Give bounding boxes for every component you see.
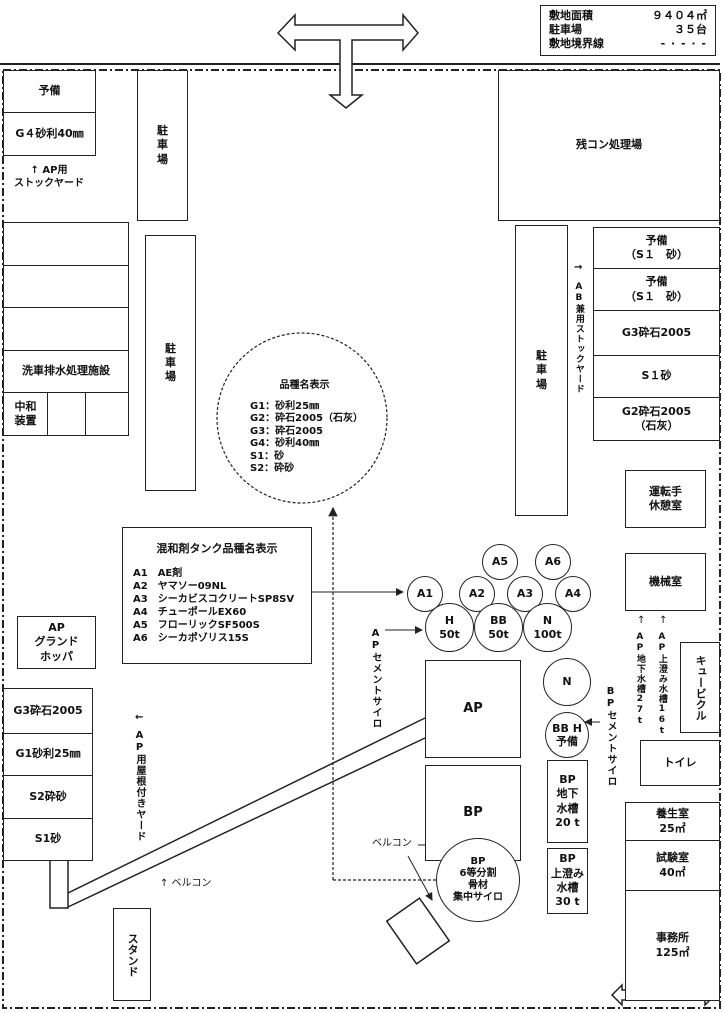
area-label: 敷地面積 (549, 9, 593, 22)
parking-1: 駐 車 場 (137, 70, 188, 221)
machine-room: 機械室 (625, 553, 706, 611)
boundary-label: 敷地境界線 (549, 37, 604, 50)
left-bay-1 (3, 222, 129, 266)
yard-s1: S1砂 (3, 818, 93, 861)
bp-silo-bbh: BB H 予備 (545, 712, 589, 758)
admix-title: 混和剤タンク品種名表示 (156, 542, 278, 555)
right-g2: G2砕石2005 （石灰） (593, 397, 720, 441)
ab-stock-label: AB兼用ストックヤード (573, 282, 584, 394)
admix-item: A4 チューポールEX60 (133, 607, 247, 618)
test-room: 試験室 40㎡ (625, 840, 720, 891)
tank-a5: A5 (482, 544, 518, 580)
variety-item: G4：砂利40㎜ (250, 438, 320, 449)
office: 事務所 125㎡ (625, 890, 720, 1001)
toilet: トイレ (640, 740, 720, 786)
admixture-legend: 混和剤タンク品種名表示 A1 AE剤 A2 ヤマソー09NL A3 シーカビスコクリー… (122, 527, 312, 664)
varieties-title: 品種名表示 (279, 380, 330, 391)
ap-plant: AP (425, 660, 521, 758)
truck-hopper (385, 897, 451, 965)
yard-g1: G1砂利25㎜ (3, 733, 93, 776)
bp-silo-n: N (543, 658, 591, 706)
parking-value: ３５台 (674, 23, 707, 36)
belt-conveyor (67, 717, 426, 894)
belt-label: ベルコン (372, 838, 412, 849)
variety-item: G3：砕石2005 (250, 425, 323, 437)
ap-underground-tank-label: AP地下水槽27t (634, 632, 645, 727)
variety-item: G1：砂利25㎜ (250, 400, 320, 412)
spare-s1-2: 予備 （S１ 砂） (593, 268, 720, 311)
silo-n: N 100t (523, 603, 572, 652)
curing-room: 養生室 25㎡ (625, 802, 720, 841)
spare-yard: 予備 (3, 70, 96, 113)
right-g3: G3砕石2005 (593, 310, 720, 356)
cubicle: キュービクル (680, 642, 720, 733)
ap-stock-label: ↑ AP用 ストックヤード (14, 165, 84, 189)
site-boundary-line (2, 69, 721, 1009)
ap-cement-silo-label: APセメントサイロ (370, 628, 381, 729)
ap-ground-hopper: AP グランド ホッパ (17, 616, 96, 669)
admix-item: A5 フローリックSF500S (133, 620, 260, 631)
variety-item: S1：砂 (250, 450, 285, 462)
right-arrow-icon: → (574, 262, 583, 273)
spare-s1-1: 予備 （S１ 砂） (593, 227, 720, 269)
silo-h: H 50t (425, 603, 474, 652)
variety-item: G2：砕石2005（石灰） (250, 413, 363, 424)
ap-roofed-yard-label: AP用屋根付きヤード (134, 730, 145, 842)
tank-a6: A6 (535, 544, 571, 580)
left-bay-4 (47, 392, 86, 436)
wash-water-facility: 洗車排水処理施設 (3, 350, 129, 393)
belt-label-left: ↑ ベルコン (160, 878, 212, 889)
bp-cement-silo-label: BPセメントサイロ (605, 686, 616, 787)
admix-item: A1 AE剤 (133, 568, 183, 579)
tank-a4: A4 (555, 576, 591, 612)
yard-g3: G3砕石2005 (3, 688, 93, 734)
entrance-arrow-icon (276, 12, 419, 109)
left-bay-3 (3, 307, 129, 351)
up-arrow-icon: ↑ (637, 615, 646, 626)
bp-aggregate-silo: BP 6等分割 骨材 集中サイロ (436, 838, 520, 922)
up-arrow-icon: ↑ (659, 615, 668, 626)
left-arrow-icon: ← (135, 712, 144, 723)
silo-bb: BB 50t (474, 603, 523, 652)
parking-2: 駐 車 場 (145, 235, 196, 491)
parking-label: 駐車場 (549, 23, 582, 36)
ap-clear-tank-label: AP上澄み水槽16t (656, 632, 667, 737)
admix-item: A6 シーカポゾリス15S (133, 633, 249, 644)
boundary-symbol: - · - · - (660, 37, 707, 50)
driver-rest-room: 運転手 休憩室 (625, 470, 706, 528)
neutralizer: 中和 装置 (3, 392, 48, 436)
parking-3: 駐 車 場 (515, 225, 568, 516)
area-value: ９４０４㎡ (652, 9, 707, 22)
g4-yard: G４砂利40㎜ (3, 112, 96, 156)
residual-concrete-area: 残コン処理場 (498, 70, 720, 221)
left-bay-2 (3, 265, 129, 308)
bp-underground-tank: BP 地下 水槽 20 t (547, 760, 588, 843)
variety-item: S2：砕砂 (250, 463, 295, 474)
stand: スタンド (113, 908, 151, 1001)
varieties-circle (216, 332, 388, 504)
bp-clear-tank: BP 上澄み 水槽 30 t (547, 848, 588, 914)
admix-item: A3 シーカビスコクリートSP8SV (133, 594, 295, 605)
right-s1: S１砂 (593, 355, 720, 398)
left-bay-5 (85, 392, 129, 436)
yard-s2: S2砕砂 (3, 775, 93, 819)
admix-item: A2 ヤマソー09NL (133, 581, 227, 592)
